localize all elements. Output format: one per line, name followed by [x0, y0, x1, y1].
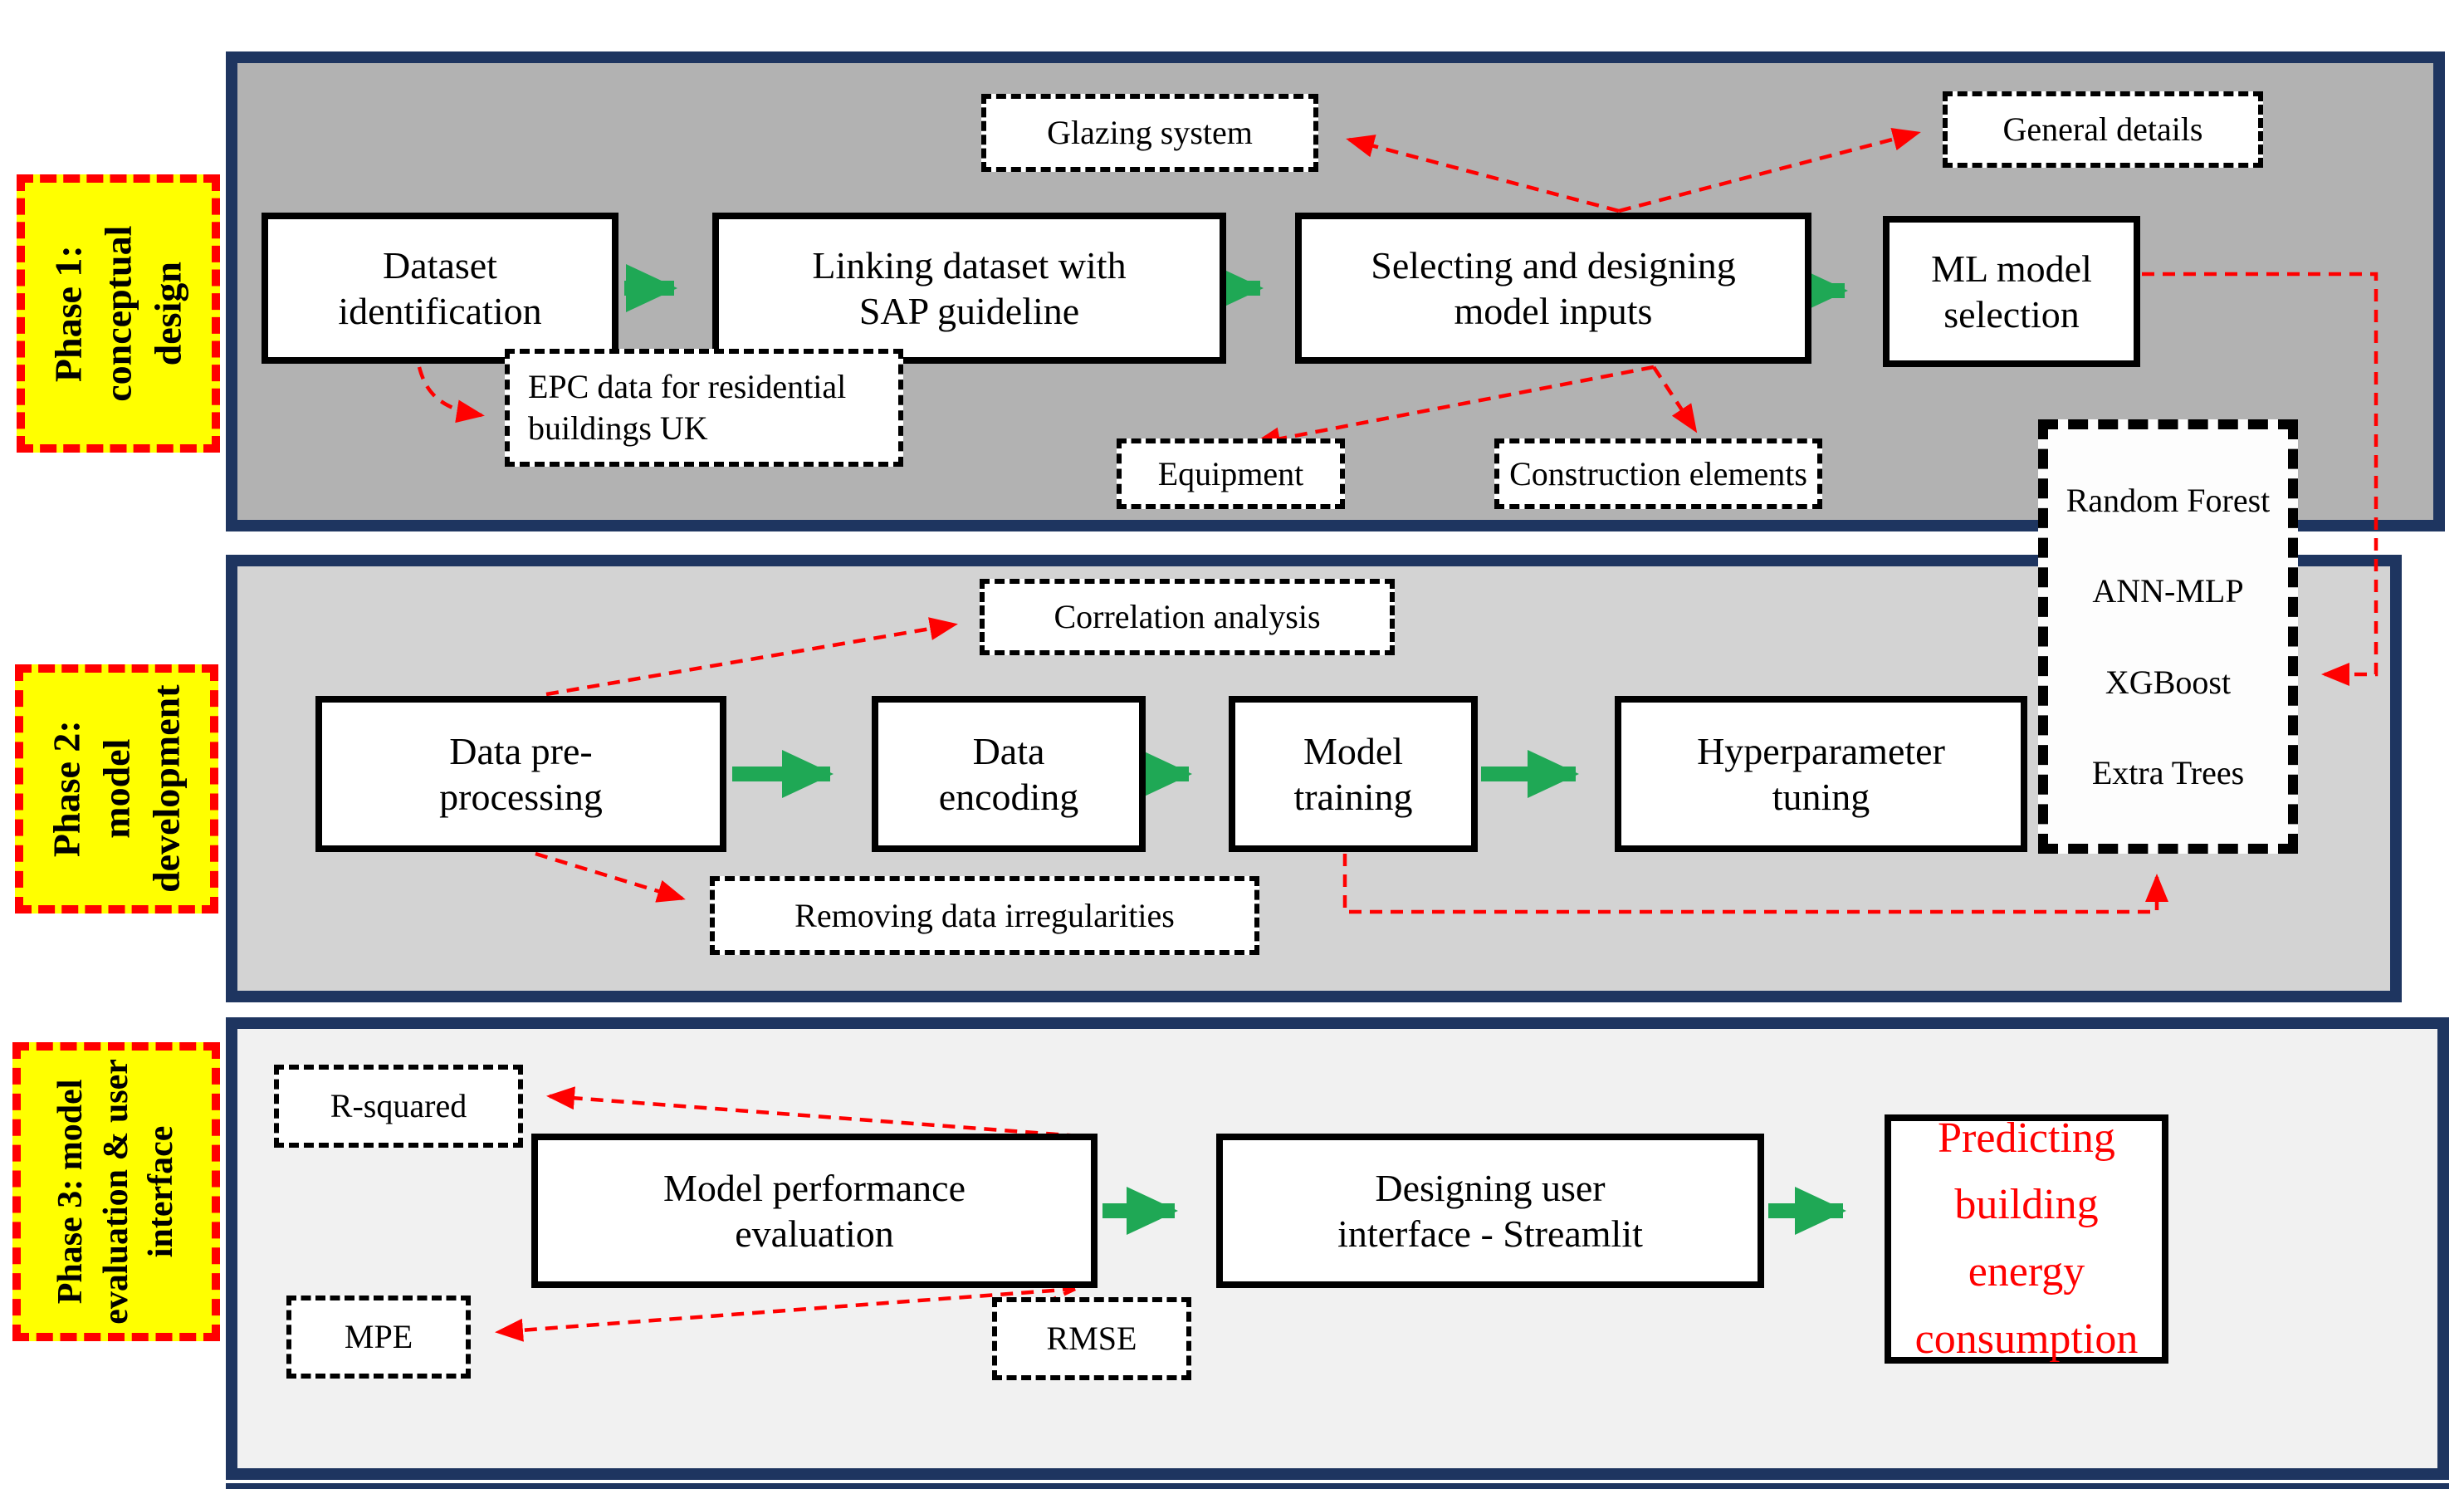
ml-model-item: Extra Trees	[2091, 753, 2245, 791]
ml-model-item: ANN-MLP	[2092, 572, 2244, 610]
annotation-construction-elements: Construction elements	[1494, 438, 1822, 509]
annotation-rmse: RMSE	[992, 1297, 1191, 1380]
annotation-glazing-system: Glazing system	[981, 94, 1318, 172]
annotation-general-details: General details	[1943, 91, 2263, 168]
ml-models-list: Random Forest ANN-MLP XGBoost Extra Tree…	[2038, 419, 2298, 854]
annotation-mpe: MPE	[286, 1296, 471, 1379]
annotation-equipment: Equipment	[1117, 438, 1345, 509]
annotation-removing-irregularities: Removing data irregularities	[710, 876, 1259, 955]
ml-model-item: XGBoost	[2105, 663, 2232, 701]
annotation-r-squared: R-squared	[274, 1065, 523, 1148]
annotation-correlation-analysis: Correlation analysis	[980, 579, 1395, 655]
bottom-divider-line	[226, 1483, 2449, 1489]
node-data-preprocessing: Data pre-processing	[315, 696, 726, 852]
ml-model-item: Random Forest	[2066, 482, 2271, 520]
